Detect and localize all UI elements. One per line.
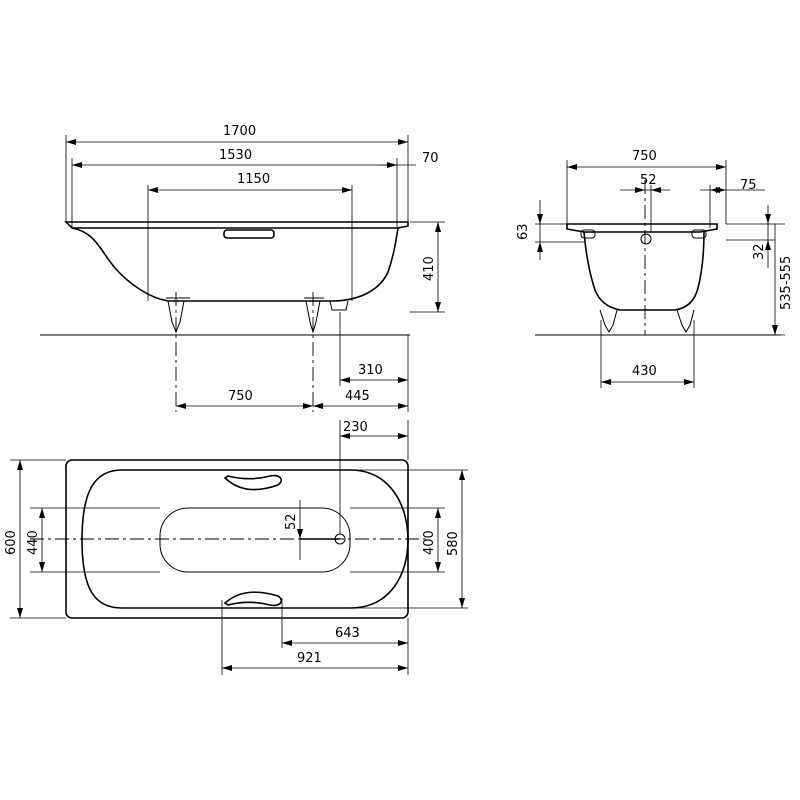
end-view: 750 52 75 63 32 535-555 430 (516, 149, 794, 388)
end-drain-fitting (640, 233, 652, 245)
top-view: 600 440 400 580 52 230 643 921 (4, 420, 468, 675)
dim-600: 600 (4, 530, 19, 555)
dim-end-52: 52 (640, 173, 657, 188)
dim-end-750: 750 (632, 149, 657, 164)
dim-445: 445 (345, 389, 370, 404)
top-handle-lower (223, 591, 282, 607)
end-leg-left (599, 309, 618, 334)
dim-end-63: 63 (516, 223, 531, 240)
dim-end-430: 430 (632, 364, 657, 379)
dim-end-535-555: 535-555 (779, 256, 794, 310)
dim-643: 643 (335, 626, 360, 641)
side-leg-right (305, 300, 321, 334)
dim-end-75: 75 (740, 178, 757, 193)
dim-top-52: 52 (284, 513, 299, 530)
dim-70: 70 (422, 151, 439, 166)
dim-1150: 1150 (237, 172, 270, 187)
dim-1530: 1530 (219, 148, 252, 163)
end-leg-right (676, 309, 695, 334)
side-overflow-slot (223, 229, 275, 239)
dim-580: 580 (446, 531, 461, 556)
dim-750: 750 (228, 389, 253, 404)
side-view: 1700 1530 70 1150 410 310 750 445 (40, 124, 445, 412)
end-tub-body (583, 231, 705, 311)
end-overflow-left (580, 229, 596, 239)
side-tub-body (71, 227, 399, 302)
side-leg-left (167, 300, 185, 334)
top-bottom-area (159, 507, 351, 573)
top-handle-upper (223, 474, 282, 491)
dim-440: 440 (26, 530, 41, 555)
dim-230: 230 (343, 420, 368, 435)
dim-end-32: 32 (752, 243, 767, 260)
side-rim (64, 221, 409, 229)
dim-410: 410 (422, 256, 437, 281)
dim-921: 921 (297, 651, 322, 666)
dim-1700: 1700 (223, 124, 256, 139)
end-rim (566, 223, 718, 233)
dim-400: 400 (422, 530, 437, 555)
side-drain-outlet (329, 300, 349, 311)
dim-310: 310 (358, 363, 383, 378)
end-overflow-right (691, 229, 707, 239)
